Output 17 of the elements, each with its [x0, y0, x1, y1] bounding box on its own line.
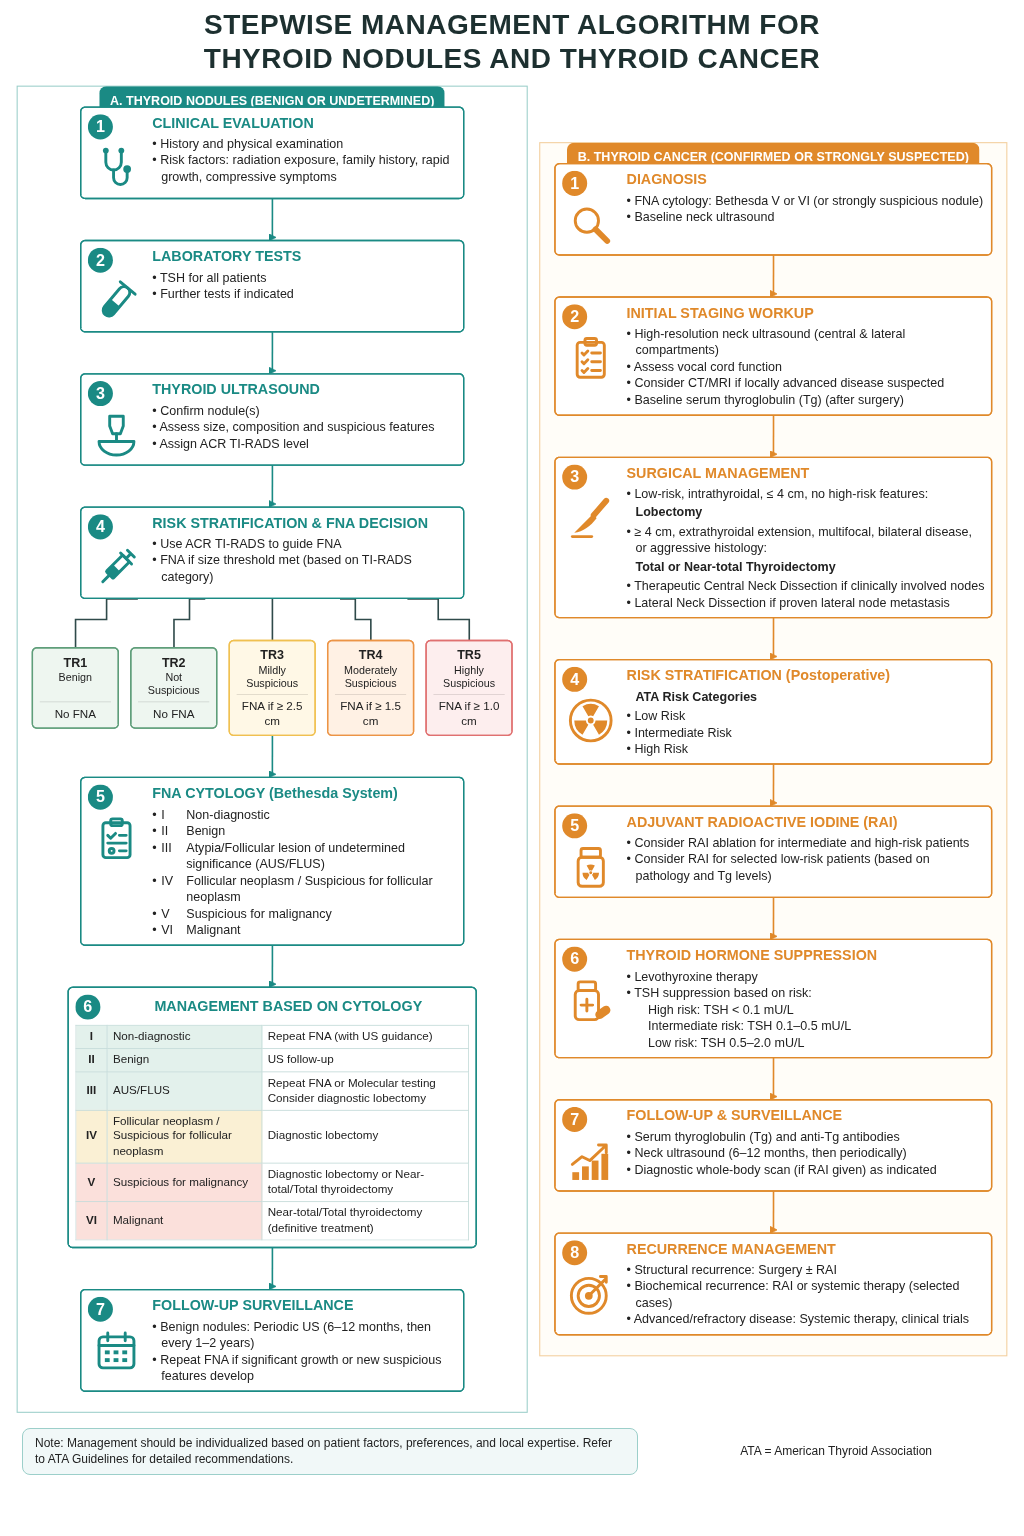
arrow: [769, 415, 778, 459]
arrow: [268, 945, 277, 989]
note-box: Note: Management should be individualized based on patient factors, preferences, and local expertise. Refer to ATA Guidelines for detailed recommendations.: [22, 1427, 638, 1476]
arrow: [268, 198, 277, 242]
title: STEPWISE MANAGEMENT ALGORITHM FOR THYROID NODULES AND THYROID CANCER: [202, 8, 822, 76]
arrow: [769, 763, 778, 808]
arrow: [268, 331, 277, 375]
arrow: [268, 1247, 277, 1291]
abbreviation-note: ATA = American Thyroid Association: [740, 1444, 932, 1459]
connector: [271, 598, 274, 642]
arrow: [769, 617, 778, 661]
arrow: [769, 1057, 778, 1101]
arrow: [268, 735, 277, 779]
arrow: [769, 254, 778, 298]
arrow: [769, 1190, 778, 1235]
arrow: [268, 464, 277, 509]
arrow: [769, 897, 778, 941]
